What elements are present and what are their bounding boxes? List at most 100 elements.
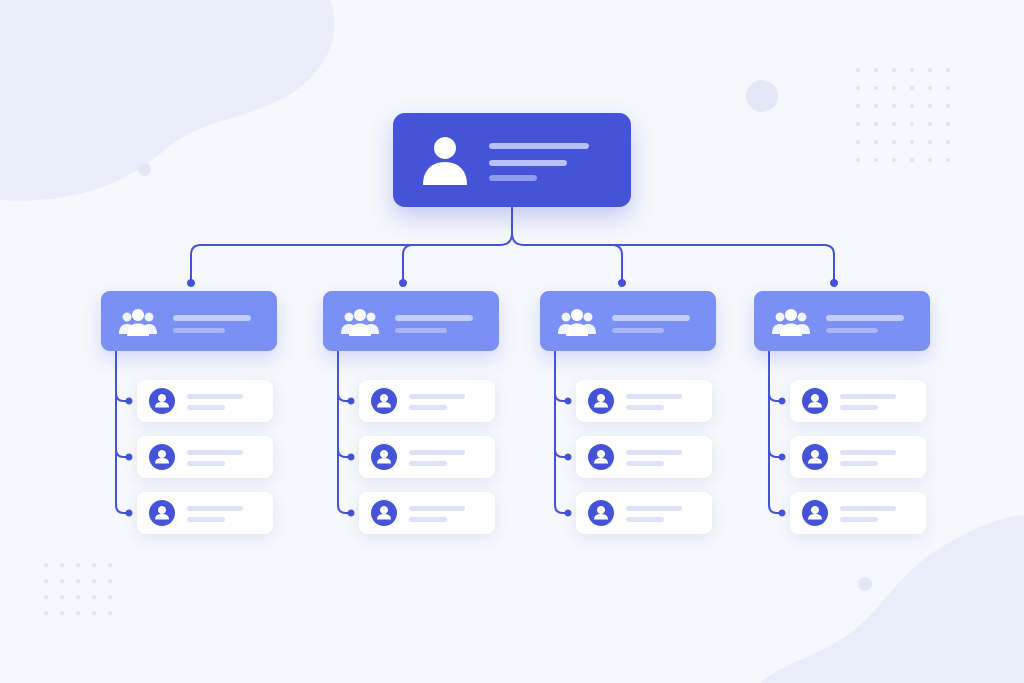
background-blob-bottom-right bbox=[760, 515, 1024, 683]
member-branch-connector bbox=[554, 448, 568, 458]
decorative-dot bbox=[108, 579, 112, 583]
root-trunk-connector bbox=[511, 232, 525, 246]
decorative-dot bbox=[910, 104, 914, 108]
member-title-placeholder-line bbox=[187, 461, 225, 466]
decorative-dot-grid bbox=[856, 68, 950, 162]
decorative-dot bbox=[946, 122, 950, 126]
decorative-dot bbox=[856, 86, 860, 90]
member-card[interactable] bbox=[359, 492, 495, 534]
background-blob-top-left bbox=[0, 0, 335, 201]
decorative-dot bbox=[928, 122, 932, 126]
member-card[interactable] bbox=[137, 492, 273, 534]
decorative-dot bbox=[946, 140, 950, 144]
member-branch-connector bbox=[115, 392, 129, 402]
decorative-circle-small bbox=[858, 577, 872, 591]
connector-dot bbox=[399, 279, 407, 287]
connector-dot bbox=[125, 509, 133, 517]
member-card[interactable] bbox=[137, 380, 273, 422]
connector-dot bbox=[347, 509, 355, 517]
member-title-placeholder-line bbox=[626, 405, 664, 410]
member-card[interactable] bbox=[359, 380, 495, 422]
decorative-dot bbox=[60, 611, 64, 615]
connector-dot bbox=[830, 279, 838, 287]
member-name-placeholder-line bbox=[626, 394, 682, 399]
department-card[interactable] bbox=[540, 291, 716, 351]
root-trunk-connector bbox=[499, 207, 513, 246]
decorative-dot bbox=[874, 158, 878, 162]
root-node-card[interactable] bbox=[393, 113, 631, 207]
member-name-placeholder-line bbox=[409, 506, 465, 511]
decorative-dot bbox=[910, 140, 914, 144]
decorative-dot bbox=[892, 104, 896, 108]
member-title-placeholder-line bbox=[187, 405, 225, 410]
name-placeholder-line bbox=[489, 143, 589, 149]
member-branch-connector bbox=[115, 448, 129, 458]
connector-dot bbox=[778, 509, 786, 517]
group-icon bbox=[772, 308, 810, 336]
member-spine-connector bbox=[554, 351, 564, 514]
member-title-placeholder-line bbox=[626, 517, 664, 522]
decorative-dot bbox=[44, 579, 48, 583]
decorative-dot bbox=[928, 158, 932, 162]
decorative-dot bbox=[892, 122, 896, 126]
member-branch-connector bbox=[768, 392, 782, 402]
decorative-dot bbox=[108, 563, 112, 567]
group-icon bbox=[341, 308, 379, 336]
decorative-dot bbox=[946, 86, 950, 90]
decorative-dot bbox=[60, 579, 64, 583]
member-name-placeholder-line bbox=[626, 506, 682, 511]
decorative-dot bbox=[946, 104, 950, 108]
member-name-placeholder-line bbox=[409, 450, 465, 455]
decorative-dot bbox=[874, 68, 878, 72]
department-card[interactable] bbox=[754, 291, 930, 351]
department-subtitle-placeholder-line bbox=[395, 328, 447, 333]
member-title-placeholder-line bbox=[840, 461, 878, 466]
decorative-dot bbox=[76, 579, 80, 583]
decorative-dot bbox=[856, 68, 860, 72]
decorative-dot bbox=[108, 595, 112, 599]
decorative-dot bbox=[874, 140, 878, 144]
person-icon bbox=[371, 388, 397, 414]
member-card[interactable] bbox=[790, 436, 926, 478]
decorative-circle-small bbox=[138, 163, 151, 176]
department-name-placeholder-line bbox=[826, 315, 904, 321]
department-card[interactable] bbox=[323, 291, 499, 351]
decorative-dot bbox=[44, 611, 48, 615]
member-branch-connector bbox=[337, 392, 351, 402]
department-subtitle-placeholder-line bbox=[173, 328, 225, 333]
member-card[interactable] bbox=[137, 436, 273, 478]
decorative-dot bbox=[856, 104, 860, 108]
person-icon bbox=[423, 137, 467, 185]
member-card[interactable] bbox=[576, 380, 712, 422]
decorative-dot bbox=[76, 611, 80, 615]
member-name-placeholder-line bbox=[409, 394, 465, 399]
decorative-dot bbox=[946, 68, 950, 72]
member-card[interactable] bbox=[790, 380, 926, 422]
decorative-dot bbox=[928, 104, 932, 108]
connector-dot bbox=[564, 509, 572, 517]
decorative-dot bbox=[856, 122, 860, 126]
connector-dot bbox=[618, 279, 626, 287]
department-card[interactable] bbox=[101, 291, 277, 351]
decorative-dot bbox=[92, 579, 96, 583]
member-title-placeholder-line bbox=[409, 461, 447, 466]
decorative-dot bbox=[92, 595, 96, 599]
decorative-dot bbox=[910, 122, 914, 126]
member-card[interactable] bbox=[359, 436, 495, 478]
member-card[interactable] bbox=[790, 492, 926, 534]
decorative-dot bbox=[60, 595, 64, 599]
member-title-placeholder-line bbox=[840, 517, 878, 522]
connector-dot bbox=[187, 279, 195, 287]
member-title-placeholder-line bbox=[409, 405, 447, 410]
decorative-circle-large bbox=[746, 80, 778, 112]
department-name-placeholder-line bbox=[173, 315, 251, 321]
decorative-dot bbox=[928, 68, 932, 72]
person-icon bbox=[802, 444, 828, 470]
member-card[interactable] bbox=[576, 436, 712, 478]
member-name-placeholder-line bbox=[840, 506, 896, 511]
decorative-dot bbox=[946, 158, 950, 162]
decorative-dot-grid bbox=[44, 563, 112, 615]
member-card[interactable] bbox=[576, 492, 712, 534]
person-icon bbox=[371, 500, 397, 526]
person-icon bbox=[588, 500, 614, 526]
